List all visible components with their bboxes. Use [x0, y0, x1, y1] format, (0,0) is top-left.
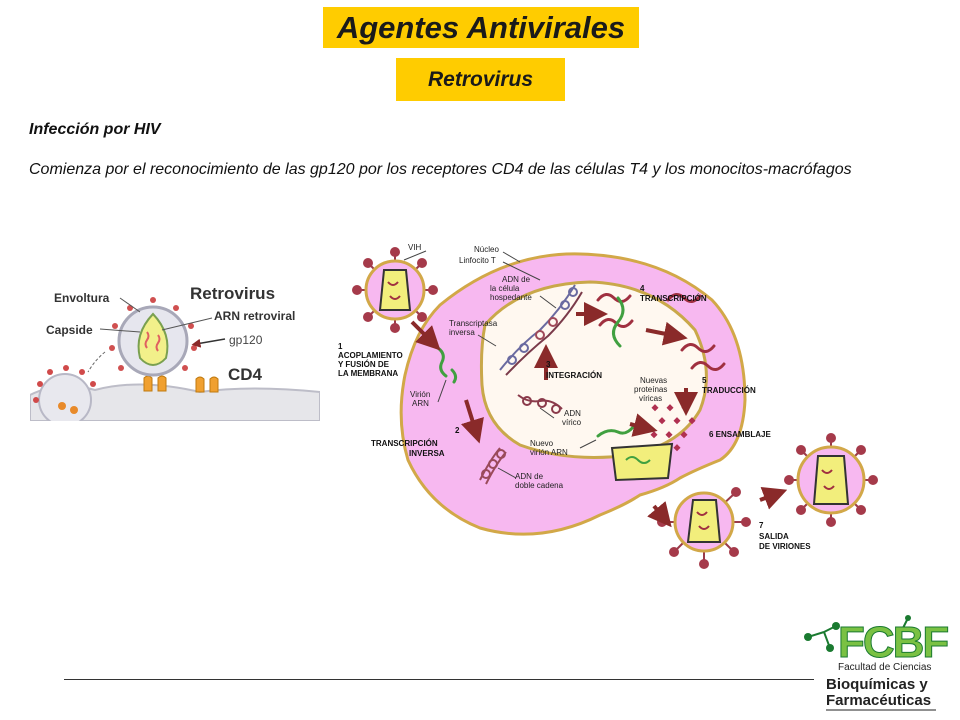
step-4-line1: TRANSCRIPCIÓN: [640, 294, 707, 303]
hiv-particle-released: [784, 433, 878, 527]
host-dna-helix: [499, 284, 583, 376]
intro-paragraph: Comienza por el reconocimiento de las gp…: [29, 161, 852, 178]
label-adn-doble-1: ADN de: [515, 472, 544, 481]
label-linfocito: Linfocito T: [459, 256, 496, 265]
capsid-shape: [137, 312, 169, 366]
retrovirus-figure: Retrovirus Envoltura Capside ARN retrovi…: [30, 275, 320, 421]
step-2-num: 2: [455, 426, 460, 435]
label-adn-virico-1: ADN: [564, 409, 581, 418]
label-adn-doble-2: doble cadena: [515, 481, 564, 490]
arn-label: ARN retroviral: [214, 309, 295, 323]
step-5-line1: TRADUCCIÓN: [702, 386, 756, 395]
page-title: Agentes Antivirales: [336, 9, 626, 45]
label-nuevas-prot-1: Nuevas: [640, 376, 667, 385]
step-3-num: 3: [546, 360, 551, 369]
label-adn-host-2: la célula: [490, 284, 520, 293]
step-2-line1: TRANSCRIPCIÓN: [371, 439, 438, 448]
step-5-num: 5: [702, 376, 707, 385]
label-nuevo-virion-2: virión ARN: [530, 448, 568, 457]
label-virion-arn-1: Virión: [410, 390, 430, 399]
label-nuevas-prot-2: proteínas: [634, 385, 667, 394]
label-virion-arn-2: ARN: [412, 399, 429, 408]
hiv-particle-incoming: [352, 247, 438, 333]
budding-virus: [38, 373, 92, 421]
label-adn-host-3: hospedante: [490, 293, 532, 302]
footer-rule: [64, 679, 814, 680]
section-heading: Infección por HIV: [29, 121, 161, 138]
double-stranded-dna: [479, 447, 507, 485]
viral-dna: [517, 394, 563, 414]
hiv-cycle-figure: VIH Núcleo Linfocito T ADN de la célula …: [338, 243, 878, 569]
hiv-particle-budding: [657, 487, 751, 569]
step-6-label: 6 ENSAMBLAJE: [709, 430, 771, 439]
step-2-line2: INVERSA: [409, 449, 445, 458]
title-banner: Agentes Antivirales: [323, 7, 639, 48]
logo-letters: FCBF: [838, 618, 948, 667]
nucleus: [479, 280, 708, 459]
label-transcriptasa-1: Transcriptasa: [449, 319, 498, 328]
label-nuevas-prot-3: víricas: [639, 394, 662, 403]
step-7-line2: DE VIRIONES: [759, 542, 811, 551]
step-1-num: 1: [338, 342, 343, 351]
process-arrows: [410, 302, 788, 528]
step-7-num: 7: [759, 521, 764, 530]
logo-line2: Bioquímicas y: [826, 676, 928, 693]
label-adn-host-1: ADN de: [502, 275, 531, 284]
step-3-line1: INTEGRACIÓN: [546, 371, 602, 380]
logo-line1: Facultad de Ciencias: [838, 662, 931, 673]
step-1-line1: ACOPLAMIENTO: [338, 351, 403, 360]
step-1-line2: Y FUSIÓN DE: [338, 360, 390, 369]
label-adn-virico-2: vírico: [562, 418, 582, 427]
step-7-line1: SALIDA: [759, 532, 789, 541]
logo-line3: Farmacéuticas: [826, 692, 931, 709]
cd4-label: CD4: [228, 365, 263, 384]
step-4-num: 4: [640, 284, 645, 293]
label-nuevo-virion-1: Nuevo: [530, 439, 554, 448]
envoltura-label: Envoltura: [54, 291, 110, 305]
retro-title-label: Retrovirus: [190, 284, 275, 303]
label-nucleo: Núcleo: [474, 245, 499, 254]
gp120-label: gp120: [229, 333, 263, 347]
subtitle-banner: Retrovirus: [396, 58, 565, 101]
capside-label: Capside: [46, 323, 93, 337]
page-subtitle: Retrovirus: [427, 67, 534, 91]
gp120-spikes: [109, 297, 197, 371]
label-vih: VIH: [408, 243, 422, 252]
label-transcriptasa-2: inversa: [449, 328, 475, 337]
faculty-logo: FCBF Facultad de Ciencias Bioquímicas y …: [804, 615, 951, 711]
logo-molecule-icon: [804, 615, 911, 652]
step-1-line3: LA MEMBRANA: [338, 369, 398, 378]
